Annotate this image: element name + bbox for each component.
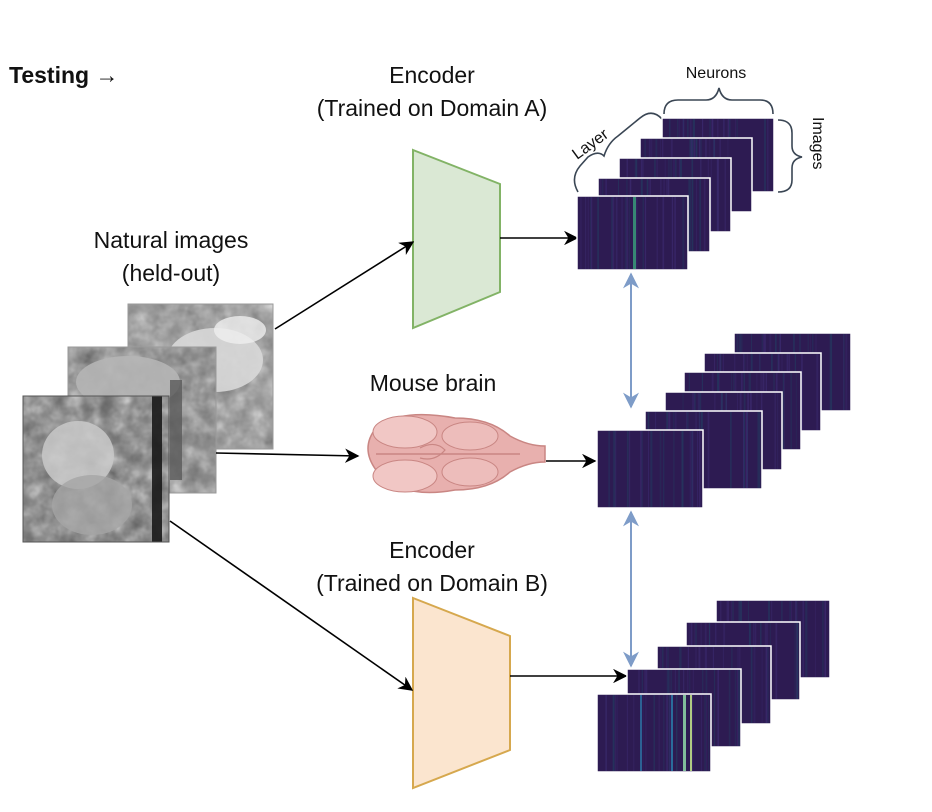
- heatmap-sheet: [596, 429, 704, 509]
- encoder-b-subtitle: (Trained on Domain B): [316, 570, 548, 596]
- encoder-b-block: [412, 596, 511, 790]
- mouse-brain-label: Mouse brain: [370, 370, 497, 396]
- layer-brace: [573, 112, 663, 193]
- images-brace: [777, 119, 803, 193]
- mouse-brain-illustration: [367, 413, 546, 494]
- arrow-images-to-encoder-a: [274, 241, 415, 330]
- natural-image-lion: [22, 395, 170, 543]
- encoder-a-activations: [576, 117, 775, 271]
- neurons-axis-label: Neurons: [686, 65, 746, 82]
- heatmap-sheet: [596, 693, 712, 773]
- natural-images-title: Natural images: [94, 227, 249, 253]
- natural-image-stack: [22, 303, 274, 543]
- neurons-brace: [663, 87, 774, 115]
- arrow-images-to-encoder-b: [169, 520, 414, 691]
- encoder-a-block: [412, 148, 501, 330]
- encoder-a-title: Encoder: [389, 62, 475, 88]
- images-axis-label: Images: [809, 117, 826, 169]
- layer-axis-label: Layer: [569, 126, 612, 164]
- natural-images-subtitle: (held-out): [122, 260, 220, 286]
- activation-heatmaps: [576, 117, 852, 773]
- encoder-b-activations: [596, 599, 831, 773]
- arrow-images-to-brain: [215, 448, 360, 463]
- brain-activations: [596, 332, 852, 509]
- heatmap-sheet: [576, 195, 689, 271]
- encoder-a-subtitle: (Trained on Domain A): [317, 95, 548, 121]
- encoder-b-title: Encoder: [389, 537, 475, 563]
- diagram-title: Testing →: [9, 62, 118, 88]
